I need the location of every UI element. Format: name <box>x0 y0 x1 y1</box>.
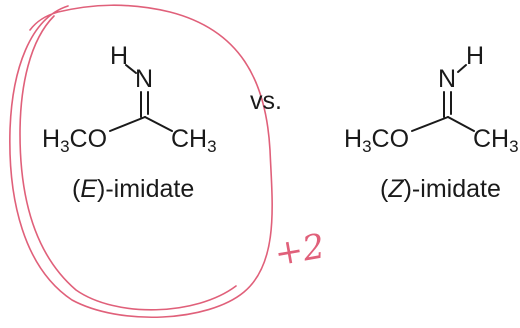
right-methoxy-sub: 3 <box>362 137 372 156</box>
right-n-h-bond <box>457 64 467 73</box>
left-h-n-bond <box>125 64 137 74</box>
hand-circle-stroke-outer <box>9 4 273 319</box>
right-caption-open: ( <box>380 175 389 203</box>
right-caption-rest: )-imidate <box>403 175 501 203</box>
left-methyl-group: CH3 <box>171 125 217 156</box>
handwritten-score: +2 <box>271 226 328 275</box>
left-c-ch3-bond <box>144 116 173 132</box>
left-methoxy-h: H <box>42 125 61 153</box>
right-o-c-bond <box>411 116 449 132</box>
left-o-c-bond <box>109 116 146 132</box>
vs-separator-text: vs. <box>250 87 282 115</box>
right-methoxy-h: H <box>344 125 363 153</box>
left-h-atom-text: H <box>110 42 129 70</box>
left-methoxy-co: CO <box>69 125 108 153</box>
left-caption-rest: )-imidate <box>97 175 195 203</box>
right-methyl-sub: 3 <box>509 137 519 156</box>
handwritten-score-text: +2 <box>271 226 328 275</box>
left-methyl-sub: 3 <box>207 137 217 156</box>
right-caption: (Z)-imidate <box>380 177 501 202</box>
right-c-ch3-bond <box>447 116 475 132</box>
right-molecule-bonds <box>411 64 475 132</box>
left-caption: (E)-imidate <box>72 177 194 202</box>
right-caption-letter: Z <box>388 175 404 203</box>
right-methyl-ch: CH <box>473 125 510 153</box>
right-n-atom: N <box>438 67 456 92</box>
left-methoxy-group: H3CO <box>42 125 108 156</box>
right-h-atom-text: H <box>466 42 485 70</box>
vs-separator: vs. <box>250 89 282 114</box>
right-n-atom-text: N <box>438 65 457 93</box>
left-caption-letter: E <box>80 175 98 203</box>
left-methyl-ch: CH <box>171 125 208 153</box>
right-methoxy-group: H3CO <box>344 125 410 156</box>
right-methyl-group: CH3 <box>473 125 519 156</box>
left-h-atom: H <box>110 44 128 69</box>
hand-circle-stroke-inner <box>19 15 237 311</box>
left-caption-open: ( <box>72 175 81 203</box>
left-n-atom-text: N <box>135 65 154 93</box>
right-methoxy-co: CO <box>371 125 410 153</box>
left-molecule-bonds <box>109 64 173 132</box>
left-n-atom: N <box>135 67 153 92</box>
right-h-atom: H <box>466 44 484 69</box>
hand-circle-annotation <box>9 4 273 319</box>
left-methoxy-sub: 3 <box>60 137 70 156</box>
